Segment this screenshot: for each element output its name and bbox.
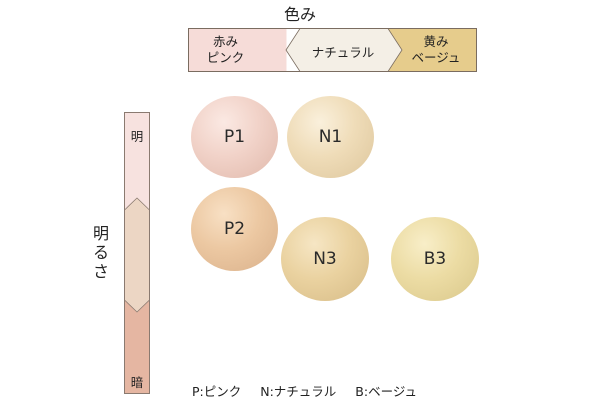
hue-label-natural: ナチュラル	[311, 45, 375, 60]
hue-label-red: 赤み	[212, 34, 238, 49]
legend-natural: N:ナチュラル	[260, 384, 337, 399]
swatch-p2: P2	[191, 187, 278, 271]
brightness-segment-dark	[124, 300, 150, 394]
hue-label-yellow: 黄み	[423, 34, 449, 49]
legend-pink: P:ピンク	[192, 384, 242, 399]
swatch-label: N3	[313, 249, 337, 269]
swatch-label: B3	[423, 249, 447, 269]
hue-scale-bar	[188, 28, 477, 72]
hue-label-pink: ピンク	[206, 50, 245, 65]
swatch-n1: N1	[287, 96, 374, 178]
hue-segment-yellow	[388, 28, 477, 72]
hue-label-red-pink: 赤み ピンク	[193, 34, 258, 66]
swatch-b3: B3	[391, 217, 479, 301]
hue-label-yellow-beige: 黄み ベージュ	[398, 34, 474, 66]
swatch-n3: N3	[281, 217, 369, 301]
hue-label-beige: ベージュ	[411, 50, 461, 65]
brightness-bar-outline	[124, 112, 150, 394]
brightness-label-light: 明	[130, 129, 144, 144]
brightness-scale-bar	[124, 112, 150, 394]
swatch-label: N1	[318, 127, 343, 147]
brightness-label-dark: 暗	[130, 375, 144, 390]
brightness-axis-title: 明 る さ	[91, 224, 111, 281]
swatch-p1: P1	[191, 96, 278, 178]
brightness-title-char-1: 明	[92, 224, 109, 243]
brightness-segment-light	[124, 112, 150, 209]
hue-bar-outline	[188, 28, 477, 72]
swatch-label: P1	[223, 127, 246, 147]
brightness-segment-medium	[124, 197, 150, 313]
hue-segment-red	[188, 28, 287, 72]
legend: P:ピンク N:ナチュラル B:ベージュ	[192, 381, 432, 400]
brightness-title-char-2: る	[92, 243, 109, 262]
legend-beige: B:ベージュ	[355, 384, 417, 399]
swatch-label: P2	[223, 219, 246, 239]
hue-axis-title: 色み	[283, 5, 316, 24]
brightness-title-char-3: さ	[92, 262, 109, 281]
